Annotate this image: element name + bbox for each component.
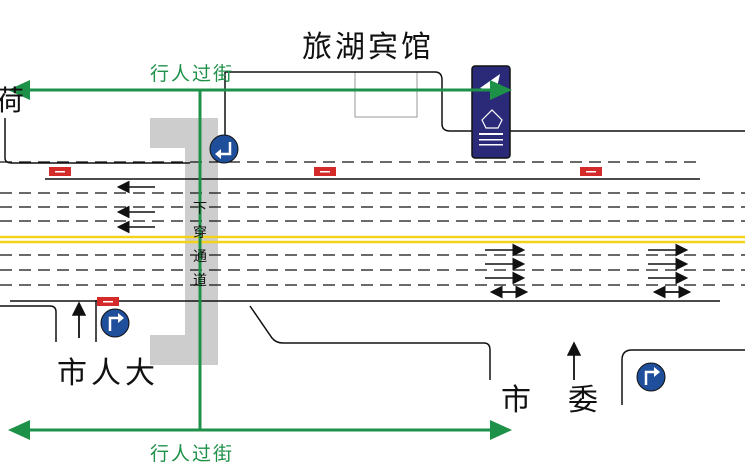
crossing-bottom-arrow-right [490,420,512,440]
bottom-road-edge-mid [249,305,491,380]
crossing-top-arrow-left [8,80,30,100]
label-committee-1: 市 [501,383,531,418]
crossing-top-arrow-right [490,80,512,100]
turn-arrow-icon [100,134,666,392]
label-underpass-4: 道 [193,273,207,289]
label-crossing-bottom: 行人过街 [150,443,234,465]
label-underpass-3: 通 [193,249,207,265]
bottom-road-edge-left [0,305,57,342]
label-committee-2: 委 [568,383,598,418]
crossing-bottom-arrow-left [8,420,30,440]
label-underpass-1: 下 [193,201,207,217]
label-crossing-top: 行人过街 [150,63,234,85]
label-congress: 市人大 [57,356,159,391]
label-hotel: 旅湖宾馆 [302,30,434,65]
hotel-sign-icon [471,65,511,159]
hotel-building [354,71,418,118]
lane-marker-icon [49,167,602,306]
bottom-road-edge-right [621,349,745,405]
top-road-edge-2 [225,71,745,132]
label-top-left-partial: 荷 [0,84,24,117]
label-underpass-2: 穿 [193,225,207,241]
